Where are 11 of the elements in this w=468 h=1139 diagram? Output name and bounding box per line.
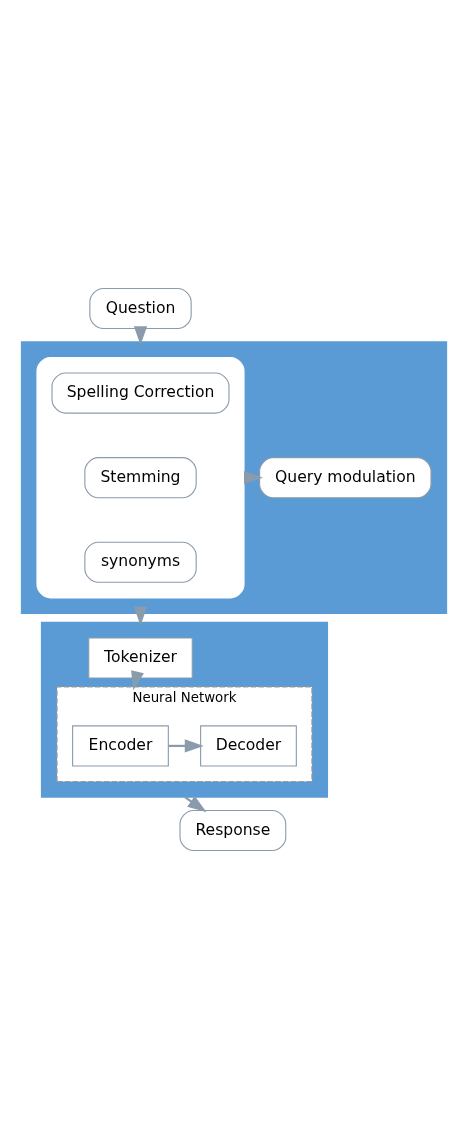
node-box: Spelling Correction (51, 372, 230, 414)
arrow (184, 795, 207, 813)
arrow (133, 606, 148, 626)
node-box: Decoder (200, 725, 297, 767)
node-box: synonyms (84, 541, 197, 583)
cluster (20, 341, 448, 615)
cluster (40, 621, 329, 798)
node-box: Response (179, 809, 287, 852)
node-box: Stemming (84, 457, 197, 499)
node-box: Query modulation (259, 457, 432, 499)
node-box: Encoder (72, 725, 169, 767)
